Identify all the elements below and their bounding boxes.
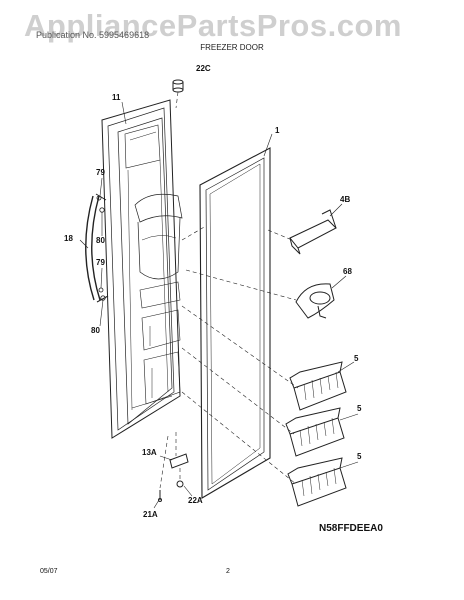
callout-80-lower: 80 — [91, 326, 100, 335]
callout-1: 1 — [275, 126, 280, 135]
section-title: FREEZER DOOR — [200, 43, 264, 52]
door-handle — [85, 193, 109, 303]
callout-68: 68 — [343, 267, 352, 276]
assembly-leader-lines — [159, 91, 299, 489]
ice-holder-68 — [295, 283, 335, 319]
diagram-code: N58FFDEEA0 — [319, 523, 383, 534]
hinge-parts — [158, 453, 189, 502]
cap-22c — [172, 79, 184, 93]
small-bin-4b — [289, 209, 337, 255]
door-bins-5 — [285, 361, 347, 507]
callout-18: 18 — [64, 234, 73, 243]
callout-leaders — [79, 101, 359, 509]
callout-5-bottom: 5 — [357, 452, 362, 461]
callout-13a: 13A — [142, 448, 157, 457]
callout-21a: 21A — [143, 510, 158, 519]
callout-22a: 22A — [188, 496, 203, 505]
callout-79-lower: 79 — [96, 258, 105, 267]
door-panel — [101, 99, 183, 439]
callout-80-upper: 80 — [96, 236, 105, 245]
callout-11: 11 — [112, 93, 121, 102]
door-gasket — [199, 147, 271, 499]
callout-22c: 22C — [196, 64, 211, 73]
publication-line: Publication No. 5995469618 — [36, 30, 150, 40]
watermark-logo: AppliancePartsPros.com — [24, 8, 402, 43]
footer-page-number: 2 — [226, 568, 230, 575]
callout-5-middle: 5 — [357, 404, 362, 413]
callout-79-upper: 79 — [96, 168, 105, 177]
callout-4b: 4B — [340, 195, 351, 204]
callout-5-top: 5 — [354, 354, 359, 363]
footer-date: 05/07 — [40, 568, 58, 575]
